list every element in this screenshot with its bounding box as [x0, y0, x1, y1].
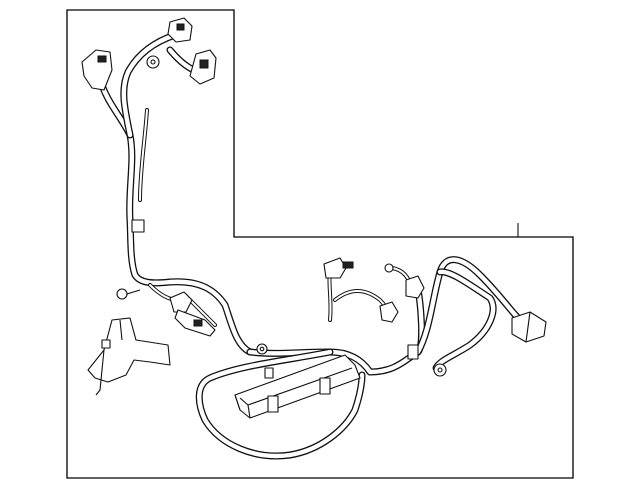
- connector-right-upper: [405, 275, 425, 299]
- connector-top-left: [81, 49, 113, 91]
- ring-terminal-top: [146, 55, 160, 69]
- connector-top-center: [167, 17, 193, 43]
- connector-center-right: [379, 301, 399, 323]
- harness-lower-loop: [195, 256, 524, 460]
- ring-terminal-lower-right: [433, 363, 447, 377]
- connector-mid-left: [169, 291, 193, 313]
- diagram-frame: [66, 9, 574, 479]
- mounting-bracket: [87, 317, 171, 396]
- harness-channel-tray: [234, 354, 361, 419]
- clip-mid-upper: [131, 219, 145, 233]
- connector-far-right: [511, 311, 547, 343]
- connector-eyelet-center: [384, 263, 394, 273]
- ring-terminal-center: [256, 343, 268, 355]
- fuse-holder: [174, 309, 216, 337]
- grommet-right: [407, 344, 419, 360]
- ring-terminal-left: [116, 288, 141, 300]
- connector-top-right: [189, 49, 217, 85]
- connector-center-upper: [323, 257, 354, 279]
